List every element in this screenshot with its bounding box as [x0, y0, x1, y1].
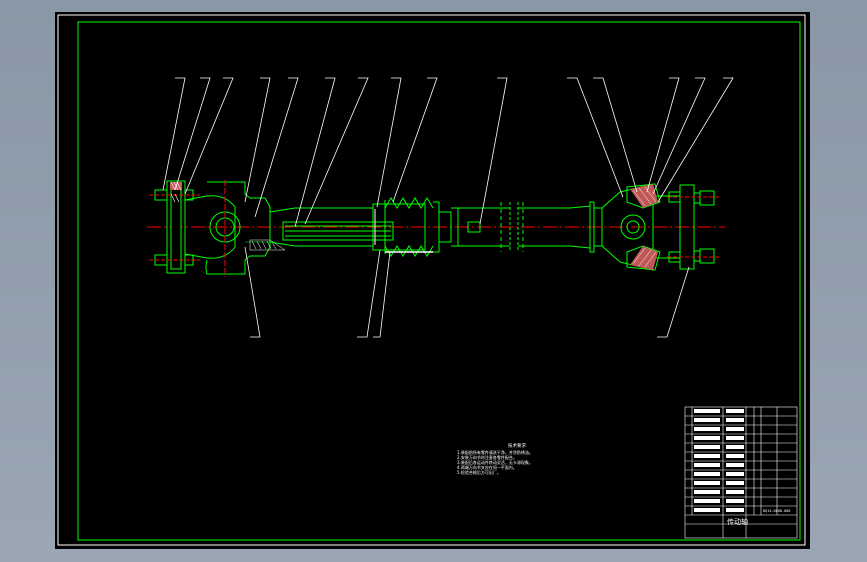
left-yoke: [184, 180, 271, 277]
cad-viewport[interactable]: 传动轴 DQ14-0000-000 技术要求 1.装配前所有零件清洗干净，并涂防…: [55, 12, 810, 549]
leader-lines-top: [162, 77, 734, 228]
right-yoke-hatch: [630, 184, 658, 270]
drawing-border: [77, 21, 801, 541]
title-block-cells: [694, 409, 744, 512]
note-line: 5.检验合格后方可出厂。: [457, 470, 501, 475]
break-marks: [500, 202, 524, 252]
shaft-tube: [451, 201, 603, 253]
left-yoke-hatch: [245, 239, 286, 251]
note-line: 1.装配前所有零件清洗干净，并涂防锈油。: [457, 450, 533, 455]
spline-shaft: [269, 200, 426, 254]
drawing-title: 传动轴: [727, 517, 748, 526]
drawing-number: DQ14-0000-000: [763, 509, 790, 513]
note-line: 3.装配后各运动件转动灵活，无卡滞现象。: [457, 460, 533, 465]
note-line: 4.两端万向节叉应在同一平面内。: [457, 465, 517, 470]
title-block: [684, 406, 798, 539]
outer-frame: [57, 14, 806, 546]
right-flange: [667, 184, 719, 270]
leader-lines-bottom: [244, 246, 690, 338]
notes-heading: 技术要求: [508, 444, 526, 449]
right-yoke: [601, 183, 680, 271]
shaft-drawing: 传动轴 DQ14-0000-000: [57, 14, 806, 546]
note-line: 2.安装万向节时注意各零件配合。: [457, 455, 517, 460]
technical-notes: 技术要求 1.装配前所有零件清洗干净，并涂防锈油。 2.安装万向节时注意各零件配…: [457, 444, 577, 475]
